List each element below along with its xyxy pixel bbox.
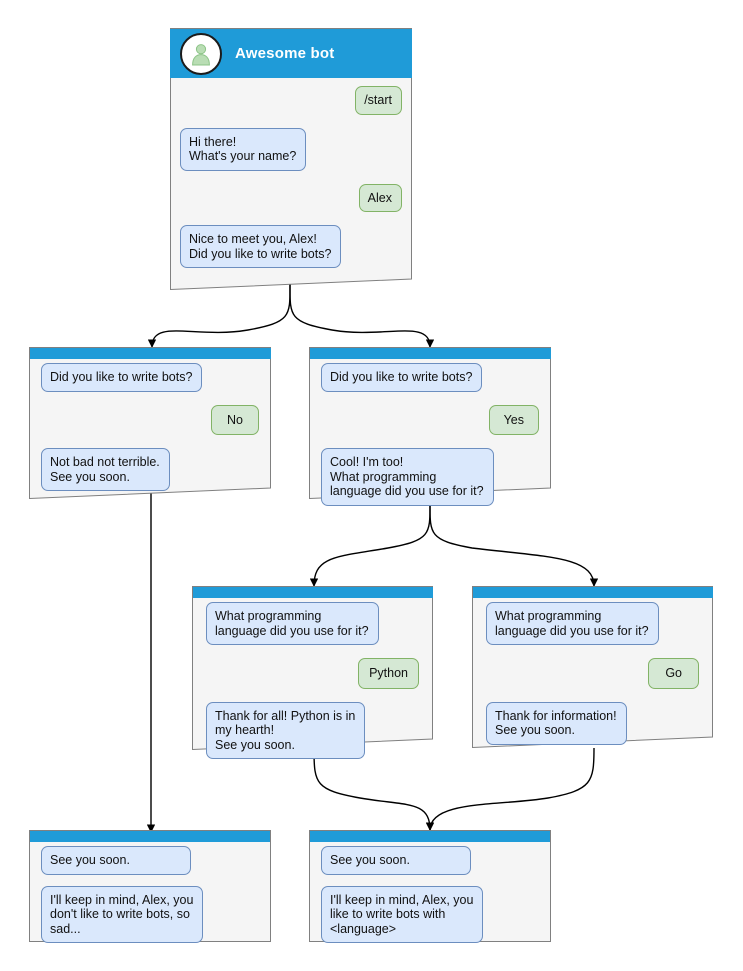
screen-titlebar xyxy=(193,587,433,598)
chat-row: I'll keep in mind, Alex, you like to wri… xyxy=(321,885,539,943)
screen-titlebar xyxy=(310,348,551,359)
chat-row: Nice to meet you, Alex! Did you like to … xyxy=(180,225,402,268)
chat-row: Hi there! What's your name? xyxy=(180,127,402,171)
chat-row: Go xyxy=(486,658,699,689)
user-message[interactable]: Go xyxy=(648,658,699,689)
user-message[interactable]: Yes xyxy=(488,404,539,435)
node-end-screen-yes[interactable]: See you soon. I'll keep in mind, Alex, y… xyxy=(309,830,551,943)
edge-yes-to-go xyxy=(429,499,599,587)
chat-list: What programming language did you use fo… xyxy=(192,602,433,759)
bot-message[interactable]: I'll keep in mind, Alex, you don't like … xyxy=(41,885,204,943)
bot-message[interactable]: See you soon. xyxy=(41,846,191,875)
bot-message[interactable]: I'll keep in mind, Alex, you like to wri… xyxy=(321,885,484,943)
bot-message[interactable]: See you soon. xyxy=(321,846,471,875)
chat-row: Did you like to write bots? xyxy=(41,363,259,392)
edge-go-to-endhappy xyxy=(425,747,595,831)
chat-row: No xyxy=(41,404,259,435)
edge-root-to-no xyxy=(147,281,291,348)
edge-python-to-endhappy xyxy=(313,749,435,831)
chat-row: Python xyxy=(206,658,419,689)
chat-row: Not bad not terrible. See you soon. xyxy=(41,448,259,491)
bot-message[interactable]: Did you like to write bots? xyxy=(321,363,483,392)
avatar-person-icon xyxy=(180,32,222,75)
bot-message[interactable]: Hi there! What's your name? xyxy=(180,127,307,171)
chat-row: Alex xyxy=(180,183,402,212)
chat-row: Cool! I'm too! What programming language… xyxy=(321,448,539,506)
node-answer-no-screen[interactable]: Did you like to write bots? No Not bad n… xyxy=(29,347,271,499)
chat-list: See you soon. I'll keep in mind, Alex, y… xyxy=(29,846,271,943)
node-answer-python-screen[interactable]: What programming language did you use fo… xyxy=(192,586,433,759)
chat-row: See you soon. xyxy=(41,846,259,875)
screen-titlebar xyxy=(30,348,271,359)
chat-row: What programming language did you use fo… xyxy=(206,602,419,645)
bot-message[interactable]: Cool! I'm too! What programming language… xyxy=(321,448,494,506)
edge-yes-to-python xyxy=(309,499,431,587)
node-answer-go-screen[interactable]: What programming language did you use fo… xyxy=(472,586,713,748)
bot-message[interactable]: Thank for all! Python is in my hearth! S… xyxy=(206,701,366,759)
node-start-screen[interactable]: Awesome bot /start Hi there! What's your… xyxy=(170,28,412,290)
screen-titlebar xyxy=(310,831,550,842)
screen-titlebar xyxy=(30,831,270,842)
bot-message[interactable]: Did you like to write bots? xyxy=(41,363,203,392)
chat-row: See you soon. xyxy=(321,846,539,875)
chat-list: See you soon. I'll keep in mind, Alex, y… xyxy=(309,846,551,943)
node-answer-yes-screen[interactable]: Did you like to write bots? Yes Cool! I'… xyxy=(309,347,551,506)
chat-list: /start Hi there! What's your name? Alex … xyxy=(170,86,412,268)
chat-list: Did you like to write bots? Yes Cool! I'… xyxy=(309,363,551,506)
user-message[interactable]: Alex xyxy=(358,183,402,212)
bot-message[interactable]: What programming language did you use fo… xyxy=(486,602,659,645)
chat-row: Thank for all! Python is in my hearth! S… xyxy=(206,701,419,759)
bot-title: Awesome bot xyxy=(235,45,335,62)
chat-list: What programming language did you use fo… xyxy=(472,602,713,745)
chat-row: I'll keep in mind, Alex, you don't like … xyxy=(41,885,259,943)
chat-list: Did you like to write bots? No Not bad n… xyxy=(29,363,271,491)
chat-row: Yes xyxy=(321,404,539,435)
chat-row: /start xyxy=(180,86,402,115)
user-message[interactable]: /start xyxy=(355,86,402,115)
chat-row: What programming language did you use fo… xyxy=(486,602,699,645)
bot-message[interactable]: Not bad not terrible. See you soon. xyxy=(41,448,170,491)
node-end-screen-no[interactable]: See you soon. I'll keep in mind, Alex, y… xyxy=(29,830,271,943)
chat-row: Did you like to write bots? xyxy=(321,363,539,392)
user-message[interactable]: No xyxy=(211,404,259,435)
screen-titlebar xyxy=(473,587,713,598)
bot-message[interactable]: Nice to meet you, Alex! Did you like to … xyxy=(180,225,342,268)
screen-titlebar: Awesome bot xyxy=(170,29,412,78)
chat-row: Thank for information! See you soon. xyxy=(486,701,699,745)
bot-message[interactable]: What programming language did you use fo… xyxy=(206,602,379,645)
user-message[interactable]: Python xyxy=(358,658,419,689)
bot-message[interactable]: Thank for information! See you soon. xyxy=(486,701,627,745)
edge-root-to-yes xyxy=(289,281,435,348)
